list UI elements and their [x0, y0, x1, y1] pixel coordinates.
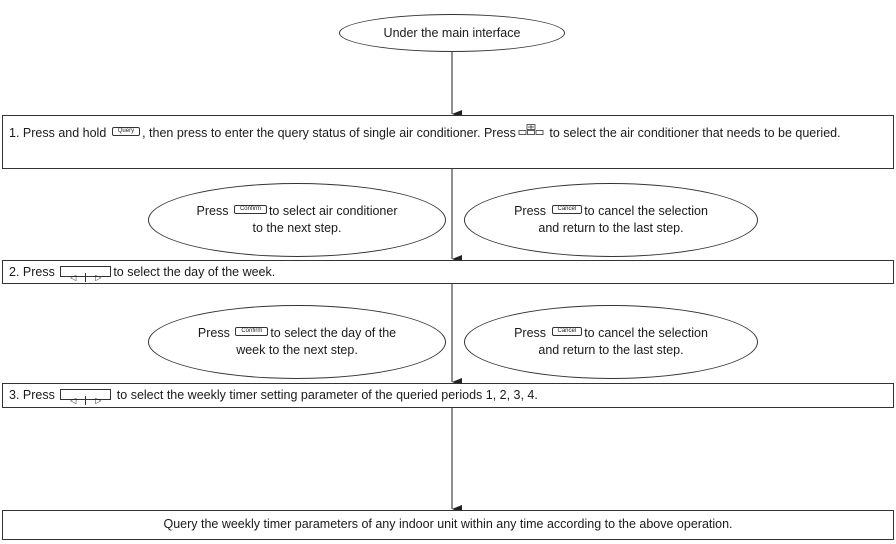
start-label: Under the main interface: [383, 25, 521, 40]
confirm-text-line2: week to the next step.: [236, 343, 358, 357]
confirm-text-after: to select the day of the: [270, 326, 397, 340]
cancel-text-line2: and return to the last step.: [538, 221, 684, 235]
cancel-key-label: Cancel: [557, 328, 577, 335]
branch2-cancel-oval: Press Cancel to cancel the selection and …: [464, 305, 758, 379]
query-key-icon: Query: [111, 127, 141, 137]
confirm-text-line2: to the next step.: [252, 221, 342, 235]
cancel-key-icon: Cancel: [551, 327, 583, 337]
confirm-key-label: Confirm: [239, 206, 261, 213]
query-key-label: Query: [117, 128, 135, 135]
cancel-text-before: Press: [514, 326, 550, 340]
step1-text-a: 1. Press and hold: [9, 126, 110, 140]
confirm-text-before: Press: [197, 326, 234, 340]
direction-pad-icon: [518, 123, 544, 135]
cancel-text-after: to cancel the selection: [584, 204, 708, 218]
branch2-cancel-text: Press Cancel to cancel the selection and …: [514, 325, 708, 359]
cancel-text-after: to cancel the selection: [584, 326, 708, 340]
confirm-key-label: Confirm: [241, 328, 263, 335]
step2-box: 2. Press ◁▷to select the day of the week…: [2, 260, 894, 284]
left-key-label: ◁: [70, 396, 77, 406]
step1-text-b: , then press to enter the query status o…: [142, 126, 516, 140]
step1-box: 1. Press and hold Query , then press to e…: [2, 115, 894, 169]
left-right-keys-icon: ◁▷: [60, 266, 112, 283]
confirm-key-icon: Confirm: [233, 205, 267, 215]
cancel-text-before: Press: [514, 204, 550, 218]
right-key-label: ▷: [85, 396, 110, 406]
branch2-confirm-oval: Press Confirm to select the day of the we…: [148, 305, 446, 379]
cancel-key-label: Cancel: [557, 206, 577, 213]
end-label: Query the weekly timer parameters of any…: [163, 517, 733, 531]
branch2-confirm-text: Press Confirm to select the day of the we…: [198, 325, 396, 359]
step3-text-b: to select the weekly timer setting param…: [113, 388, 538, 402]
end-box: Query the weekly timer parameters of any…: [2, 510, 894, 540]
branch1-cancel-text: Press Cancel to cancel the selection and …: [514, 203, 708, 237]
cancel-text-line2: and return to the last step.: [538, 343, 684, 357]
left-key-label: ◁: [70, 273, 77, 283]
step2-text-b: to select the day of the week.: [113, 265, 276, 279]
branch1-cancel-oval: Press Cancel to cancel the selection and …: [464, 183, 758, 257]
branch1-confirm-oval: Press Confirm to select air conditioner t…: [148, 183, 446, 257]
step2-text-a: 2. Press: [9, 265, 59, 279]
step3-text-a: 3. Press: [9, 388, 59, 402]
left-right-keys-icon: ◁▷: [60, 389, 112, 406]
confirm-text-after: to select air conditioner: [268, 204, 398, 218]
start-oval: Under the main interface: [339, 14, 565, 52]
confirm-text-before: Press: [196, 204, 232, 218]
confirm-key-icon: Confirm: [235, 327, 269, 337]
step1-text-c: to select the air conditioner that needs…: [545, 126, 841, 140]
branch1-confirm-text: Press Confirm to select air conditioner t…: [197, 203, 398, 237]
cancel-key-icon: Cancel: [551, 205, 583, 215]
right-key-label: ▷: [85, 273, 110, 283]
step3-box: 3. Press ◁▷ to select the weekly timer s…: [2, 383, 894, 408]
